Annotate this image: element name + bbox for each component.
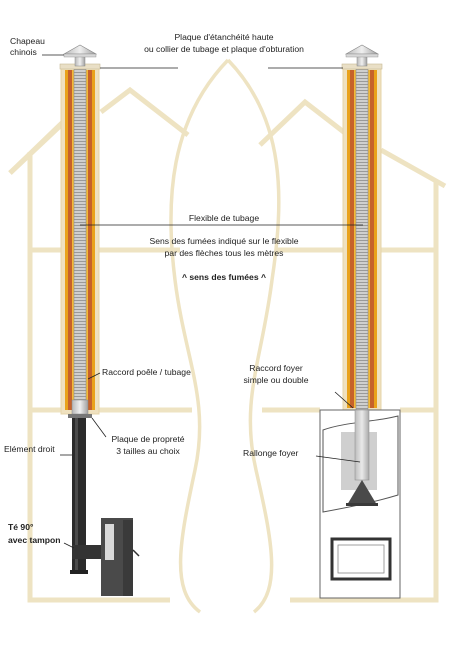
label-te-2: avec tampon [8, 535, 61, 545]
chinese-hat-cap-icon [62, 44, 98, 67]
labels: Chapeau chinois Plaque d'étanchéité haut… [4, 32, 309, 545]
fireplace-insert-icon [319, 409, 401, 599]
label-raccord-poele: Raccord poêle / tubage [102, 367, 191, 377]
label-plaque-proprete-1: Plaque de propreté [111, 434, 184, 444]
left-house-outline [8, 86, 192, 603]
right-chimney [341, 44, 383, 411]
left-chimney [59, 44, 101, 415]
left-flex-liner [73, 67, 87, 414]
label-raccord-foyer-2: simple ou double [244, 375, 309, 385]
chinese-hat-cap-icon [344, 44, 380, 67]
label-sens-1: Sens des fumées indiqué sur le flexible [149, 236, 298, 246]
label-flexible: Flexible de tubage [189, 213, 259, 223]
label-plaque-haute-2: ou collier de tubage et plaque d'obturat… [144, 44, 304, 54]
leader-lines [42, 54, 363, 549]
label-plaque-proprete-2: 3 tailles au choix [116, 446, 180, 456]
label-chapeau-1: Chapeau [10, 36, 45, 46]
left-stove-assembly [68, 414, 140, 596]
label-rallonge-foyer: Rallonge foyer [243, 448, 299, 458]
label-te-1: Té 90° [8, 522, 34, 532]
label-chapeau-2: chinois [10, 47, 37, 57]
label-raccord-foyer-1: Raccord foyer [249, 363, 303, 373]
label-plaque-haute-1: Plaque d'étanchéité haute [174, 32, 273, 42]
stove-icon [101, 518, 140, 596]
right-house-outline [258, 98, 447, 603]
label-sens-2: par des flèches tous les mètres [165, 248, 284, 258]
label-sens-fumees: ^ sens des fumées ^ [182, 272, 266, 282]
cutaway-ribbon [169, 58, 281, 614]
label-element-droit: Elément droit [4, 444, 55, 454]
right-flex-liner [355, 67, 369, 411]
tee-90-icon [70, 545, 106, 574]
